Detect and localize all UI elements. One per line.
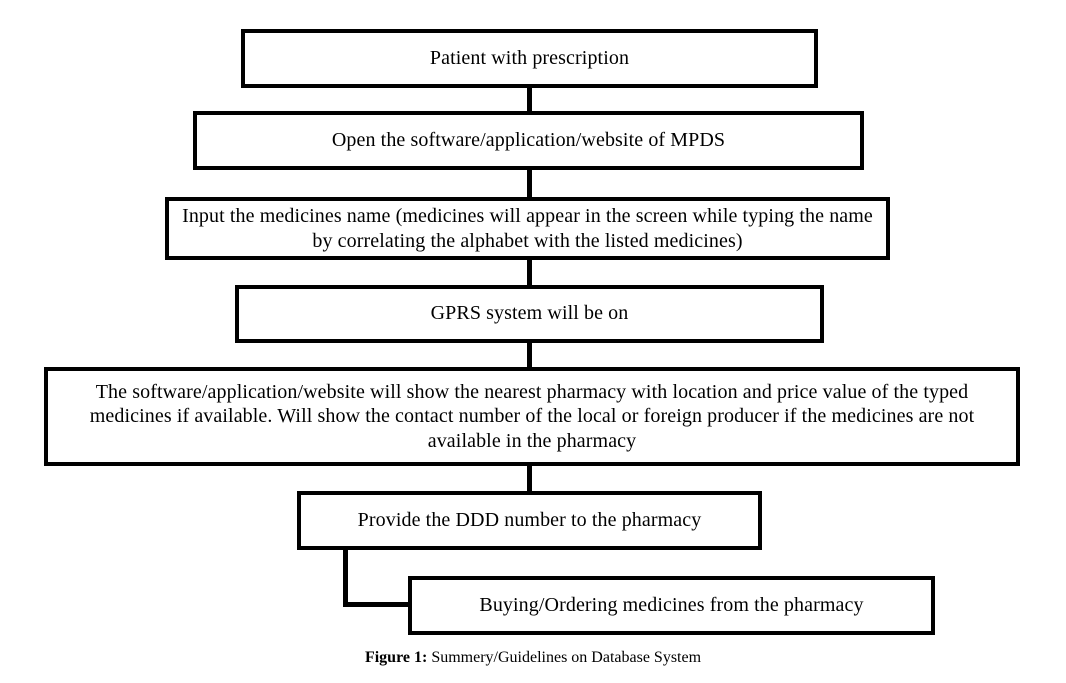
connector-patient-to-open: [527, 86, 532, 113]
flow-node-label: Provide the DDD number to the pharmacy: [357, 508, 702, 531]
flow-node-open-software: Open the software/application/website of…: [193, 111, 864, 170]
connector-ddd-to-buying-vertical: [343, 547, 348, 607]
flow-node-label: Buying/Ordering medicines from the pharm…: [479, 593, 864, 616]
connector-input-to-gprs: [527, 257, 532, 287]
figure-caption: Figure 1: Summery/Guidelines on Database…: [0, 648, 1066, 667]
flow-node-input-medicines-name: Input the medicines name (medicines will…: [165, 197, 890, 260]
connector-gprs-to-show: [527, 340, 532, 369]
figure-caption-prefix: Figure 1:: [364, 649, 428, 666]
connector-open-to-input: [527, 167, 532, 199]
flow-node-show-nearest-pharmacy: The software/application/website will sh…: [44, 367, 1020, 466]
flow-node-label: Input the medicines name (medicines will…: [182, 205, 873, 252]
flow-node-buying-ordering-medicines: Buying/Ordering medicines from the pharm…: [408, 576, 935, 635]
flow-node-label: GPRS system will be on: [430, 302, 629, 325]
flow-node-label: Open the software/application/website of…: [331, 128, 726, 151]
flow-node-label: The software/application/website will sh…: [89, 380, 975, 452]
flow-node-gprs-system-on: GPRS system will be on: [235, 285, 824, 343]
flow-node-patient-with-prescription: Patient with prescription: [241, 29, 818, 88]
connector-show-to-ddd: [527, 463, 532, 493]
figure-caption-text: Summery/Guidelines on Database System: [427, 649, 702, 666]
connector-ddd-to-buying-horizontal: [343, 602, 411, 607]
flow-node-label: Patient with prescription: [429, 46, 630, 69]
flow-node-provide-ddd-number: Provide the DDD number to the pharmacy: [297, 491, 762, 550]
